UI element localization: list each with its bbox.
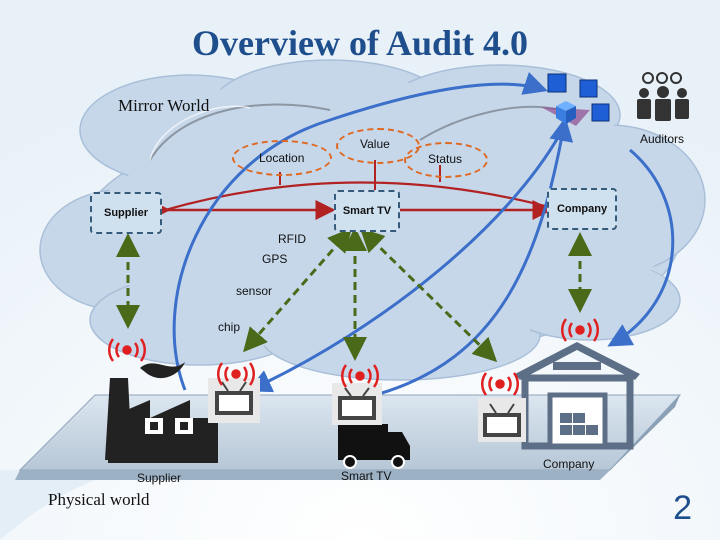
- supplier-box: Supplier: [90, 192, 162, 234]
- physical-company-label: Company: [543, 457, 595, 471]
- grey-arc: [149, 103, 331, 161]
- truck-icon: [338, 424, 410, 469]
- gps-label: GPS: [262, 252, 288, 266]
- chip-label: chip: [218, 320, 241, 334]
- signal-icon: [108, 318, 599, 396]
- mirror-links: [172, 71, 675, 397]
- location-label: Location: [259, 151, 305, 165]
- sensor-links: [116, 227, 592, 363]
- factory-icon: [105, 362, 218, 463]
- people-gear-icon: [637, 72, 689, 121]
- status-label: Status: [428, 152, 463, 166]
- status-oval: [404, 142, 488, 178]
- rfid-label: RFID: [278, 232, 306, 246]
- tv-icon: [332, 383, 382, 425]
- auditors-label: Auditors: [640, 132, 685, 146]
- smart-tv-box: Smart TV: [334, 190, 400, 232]
- mirror-world-label: Mirror World: [118, 96, 210, 115]
- value-label: Value: [360, 137, 390, 151]
- physical-world-label: Physical world: [48, 490, 150, 509]
- physical-smart-tv-label: Smart TV: [341, 469, 392, 483]
- company-box: Company: [547, 188, 617, 230]
- location-oval: [232, 140, 332, 176]
- tv-icon: [208, 378, 260, 423]
- page-title: Overview of Audit 4.0: [192, 23, 528, 63]
- cube-icon: [541, 73, 610, 126]
- page-number: 2: [673, 489, 692, 527]
- sensor-label: sensor: [236, 284, 273, 298]
- tv-icon: [478, 398, 526, 442]
- physical-supplier-label: Supplier: [137, 471, 182, 485]
